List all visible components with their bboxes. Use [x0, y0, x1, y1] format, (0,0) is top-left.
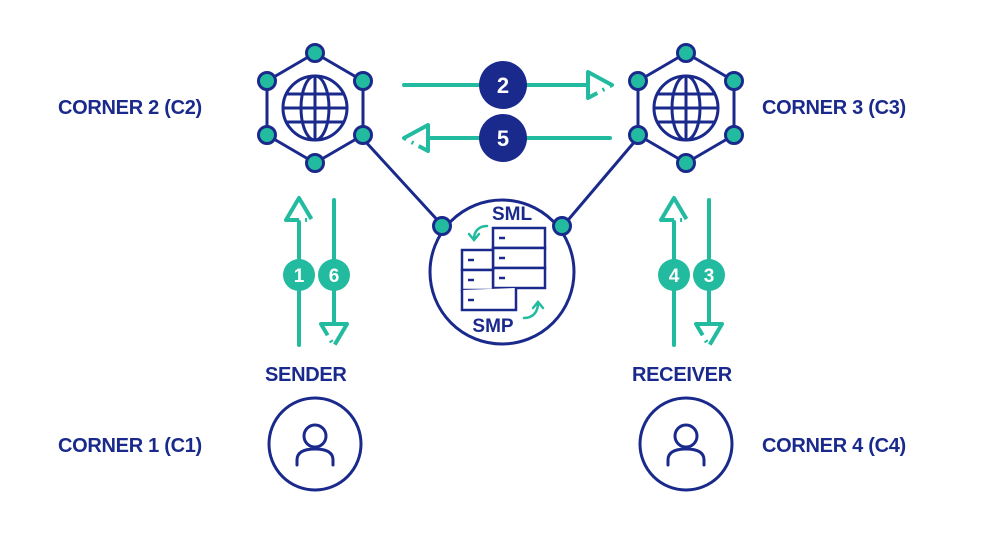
sml-smp-registry: SML SMP — [428, 198, 576, 346]
badge-step-1-number: 1 — [294, 266, 305, 287]
badge-step-4: 4 — [658, 259, 690, 291]
badge-step-6-number: 6 — [329, 266, 340, 287]
connector-node-right — [552, 216, 572, 236]
user-icon-sender — [267, 396, 363, 492]
badge-step-1: 1 — [283, 259, 315, 291]
connector-c2-to-sml — [362, 138, 443, 226]
badge-step-2-number: 2 — [497, 73, 509, 98]
connector-node-left — [432, 216, 452, 236]
sender-label: SENDER — [265, 364, 347, 386]
badge-step-5: 5 — [479, 114, 527, 162]
receiver-label: RECEIVER — [632, 364, 732, 386]
sync-arrow-icon-top — [467, 224, 489, 242]
smp-label: SMP — [472, 316, 514, 337]
user-icon-receiver — [638, 396, 734, 492]
sync-arrow-icon-bottom — [522, 300, 545, 320]
corner-1-label: CORNER 1 (C1) — [58, 435, 202, 457]
badge-step-4-number: 4 — [669, 266, 680, 287]
network-globe-icon-c3 — [628, 43, 744, 173]
badge-step-2: 2 — [479, 61, 527, 109]
connector-c3-to-sml — [561, 139, 638, 227]
badge-step-6: 6 — [318, 259, 350, 291]
network-globe-icon-c2 — [257, 43, 373, 173]
badge-step-5-number: 5 — [497, 126, 509, 151]
badge-step-3-number: 3 — [704, 266, 715, 287]
server-stack-icon — [460, 226, 547, 312]
sml-label: SML — [492, 204, 533, 225]
corner-2-label: CORNER 2 (C2) — [58, 97, 202, 119]
badge-step-3: 3 — [693, 259, 725, 291]
corner-3-label: CORNER 3 (C3) — [762, 97, 906, 119]
corner-4-label: CORNER 4 (C4) — [762, 435, 906, 457]
